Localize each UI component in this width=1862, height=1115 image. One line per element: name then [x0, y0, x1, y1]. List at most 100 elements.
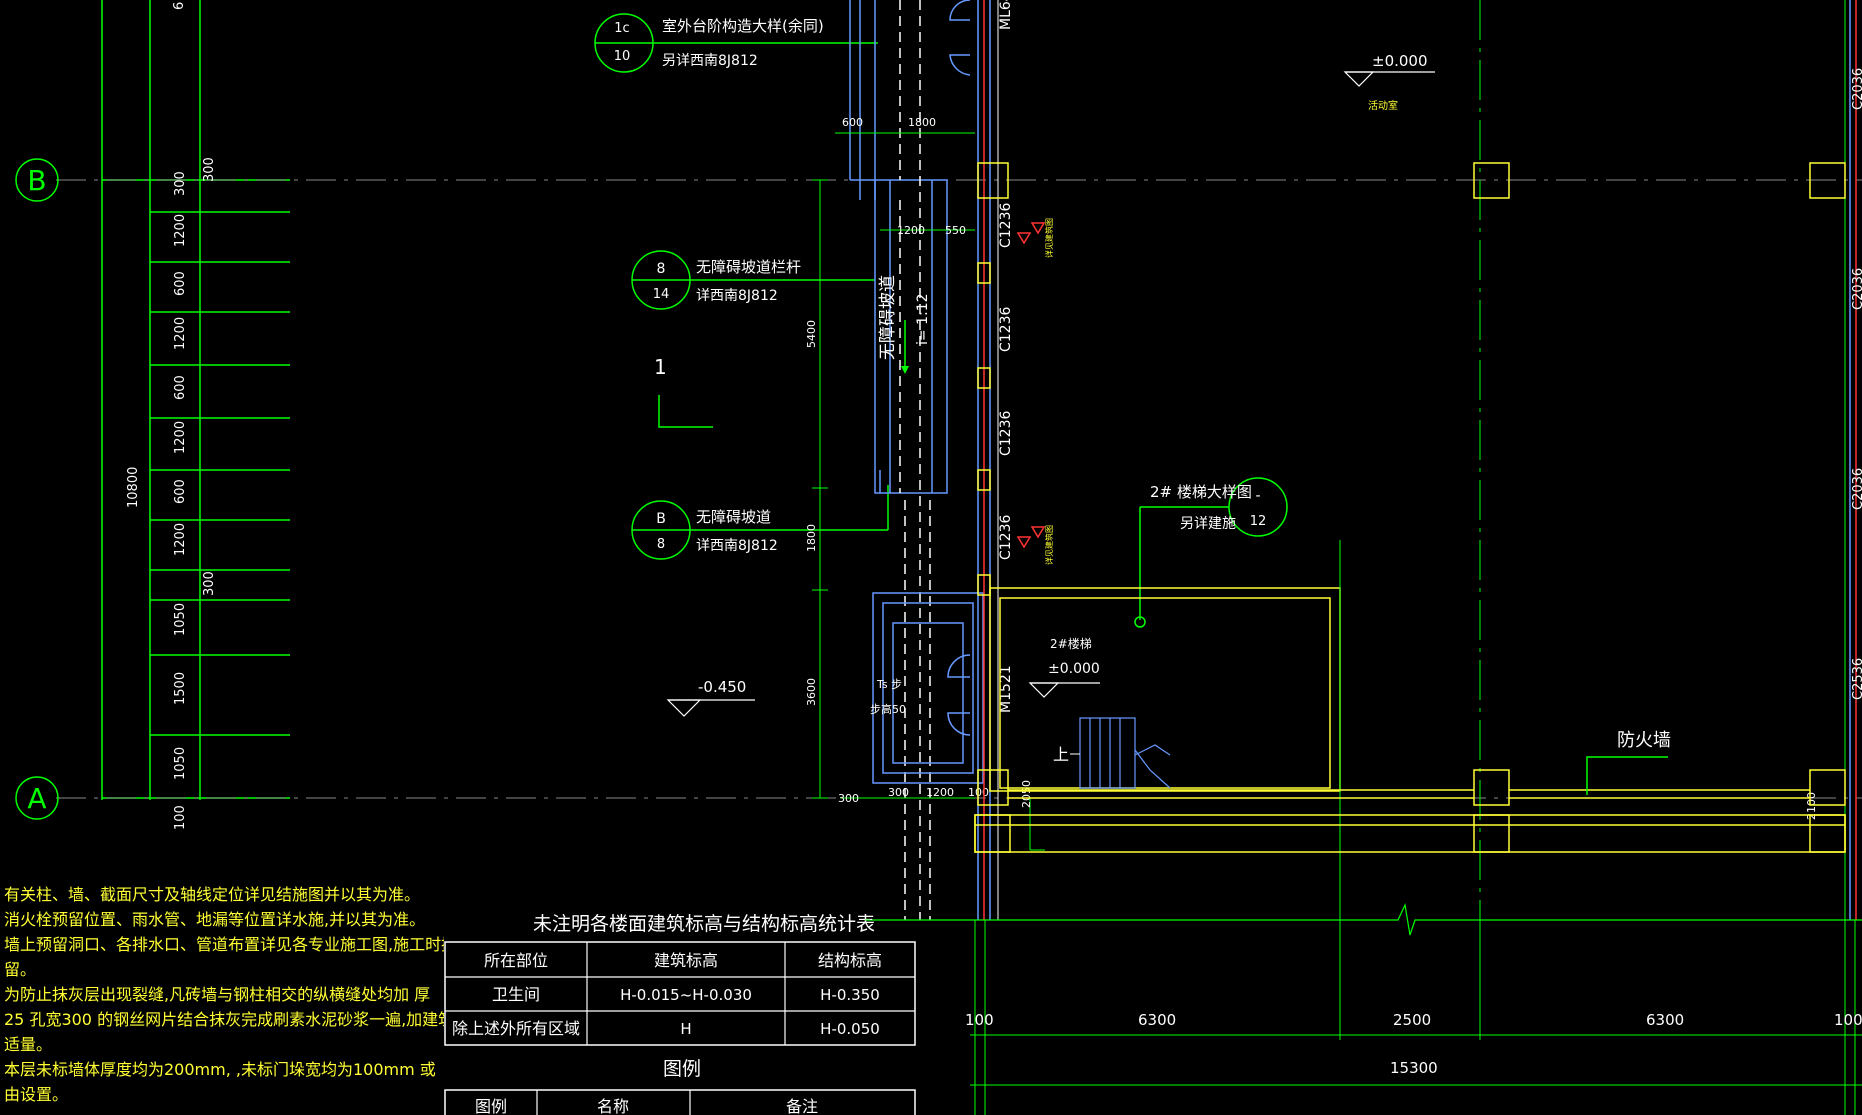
- svg-text:300: 300: [173, 171, 188, 196]
- svg-text:8: 8: [657, 261, 666, 277]
- svg-text:详西南8J812: 详西南8J812: [696, 538, 778, 554]
- firewall-label: 防火墙: [1586, 730, 1671, 795]
- svg-text:C2036: C2036: [1851, 68, 1862, 110]
- svg-text:1200: 1200: [173, 317, 188, 350]
- svg-text:6300: 6300: [1646, 1011, 1684, 1029]
- svg-text:600: 600: [842, 116, 863, 129]
- callout-ramp-railing[interactable]: 8 14 无障碍坡道栏杆 详西南8J812: [631, 250, 875, 310]
- ramp-text: 无障碍坡道 i= 1:12 Ts 步 步高50: [870, 275, 931, 716]
- svg-text:10: 10: [614, 49, 631, 64]
- note-line: 适量。: [4, 1035, 53, 1054]
- note-line: 消火栓预留位置、雨水管、地漏等位置详水施,并以其为准。: [4, 910, 426, 929]
- svg-text:1050: 1050: [173, 603, 188, 636]
- svg-text:300: 300: [202, 571, 217, 596]
- svg-text:备注: 备注: [786, 1097, 818, 1115]
- doors: [947, 0, 971, 736]
- svg-text:1: 1: [654, 355, 667, 379]
- svg-text:i= 1:12: i= 1:12: [915, 293, 931, 345]
- svg-text:1c: 1c: [614, 21, 629, 36]
- note-line: 本层未标墙体厚度均为200mm, ,未标门垛宽均为100mm 或: [4, 1060, 436, 1079]
- svg-text:100: 100: [1834, 1011, 1862, 1029]
- svg-text:ML64: ML64: [998, 0, 1014, 30]
- svg-text:防火墙: 防火墙: [1617, 730, 1671, 751]
- svg-text:3600: 3600: [805, 678, 818, 706]
- note-line: 为防止抹灰层出现裂缝,凡砖墙与钢柱相交的纵横缝处均加 厚: [4, 985, 431, 1004]
- svg-text:600: 600: [173, 375, 188, 400]
- svg-text:300: 300: [838, 792, 859, 805]
- svg-text:10800: 10800: [126, 467, 141, 508]
- svg-text:8: 8: [657, 537, 665, 552]
- room-marker-1: 1: [654, 355, 713, 428]
- svg-text:名称: 名称: [597, 1097, 629, 1115]
- svg-text:15300: 15300: [1390, 1059, 1438, 1077]
- svg-text:±0.000: ±0.000: [1372, 52, 1428, 70]
- svg-text:5400: 5400: [805, 320, 818, 348]
- svg-text:C2036: C2036: [1851, 268, 1862, 310]
- break-line: [865, 902, 1862, 936]
- svg-text:C1236: C1236: [998, 515, 1014, 560]
- svg-text:600: 600: [173, 271, 188, 296]
- svg-text:±0.000: ±0.000: [1048, 661, 1100, 677]
- svg-text:300: 300: [888, 786, 909, 799]
- axis-a-label: A: [27, 782, 46, 815]
- svg-text:-0.450: -0.450: [698, 678, 746, 696]
- legend-table: 图例 图例 名称 备注: [444, 1058, 916, 1115]
- mid-dimension-texts: 600 1800 1200 550 5400 1800 3600 300 300…: [805, 116, 1818, 820]
- svg-text:6: 6: [172, 2, 187, 10]
- stair: [1079, 717, 1171, 789]
- note-line: 由设置。: [4, 1085, 69, 1104]
- note-line: 25 孔宽300 的钢丝网片结合抹灰完成刷素水泥砂浆一遍,加建筑: [4, 1010, 444, 1029]
- table-cell: H: [680, 1020, 691, 1038]
- note-line: 墙上预留洞口、各排水口、管道布置详见各专业施工图,施工时提前: [4, 935, 444, 954]
- svg-text:2050: 2050: [1020, 780, 1033, 808]
- callout-stair-detail[interactable]: - 12 2# 楼梯大样图 另详建施: [1134, 477, 1288, 628]
- svg-text:1200: 1200: [173, 523, 188, 556]
- bottom-dimension-lines: [970, 920, 1862, 1115]
- axis-b-label: B: [27, 164, 46, 197]
- elevation-outside: -0.450: [666, 678, 755, 717]
- left-dimension-chain: [101, 0, 290, 800]
- ramp-structure: [849, 0, 984, 920]
- svg-text:室外台阶构造大样(余同): 室外台阶构造大样(余同): [662, 17, 824, 35]
- svg-text:C1236: C1236: [998, 203, 1014, 248]
- general-notes: 有关柱、墙、截面尺寸及轴线定位详见结施图并以其为准。 消火栓预留位置、雨水管、地…: [4, 882, 444, 1107]
- svg-text:1200: 1200: [173, 214, 188, 247]
- callout-ramp[interactable]: B 8 无障碍坡道 详西南8J812: [631, 485, 889, 560]
- svg-text:C2536: C2536: [1851, 658, 1862, 700]
- table-cell: 除上述外所有区域: [452, 1019, 580, 1038]
- left-dimension-texts: 6 300 300 1200 600 1200 600 1200 600 120…: [126, 2, 217, 830]
- svg-text:C1236: C1236: [998, 411, 1014, 456]
- svg-text:上: 上: [1053, 745, 1069, 764]
- axis-line-b: B: [15, 158, 1862, 202]
- svg-text:300: 300: [202, 157, 217, 182]
- mid-dimension-lines: [812, 132, 1045, 851]
- svg-text:无障碍坡道: 无障碍坡道: [878, 275, 898, 360]
- legend-title: 图例: [663, 1058, 701, 1080]
- table-cell: H-0.015~H-0.030: [620, 986, 752, 1004]
- svg-text:活动室: 活动室: [1368, 99, 1398, 112]
- elevation-table: 未注明各楼面建筑标高与结构标高统计表 所在部位 建筑标高 结构标高 卫生间 H-…: [444, 913, 916, 1046]
- svg-text:详见建筑图: 详见建筑图: [1044, 525, 1054, 565]
- svg-text:2500: 2500: [1393, 1011, 1431, 1029]
- svg-text:图例: 图例: [475, 1097, 507, 1115]
- svg-text:6300: 6300: [1138, 1011, 1176, 1029]
- svg-text:另详建施: 另详建施: [1180, 516, 1236, 532]
- svg-text:14: 14: [653, 287, 670, 302]
- svg-text:无障碍坡道栏杆: 无障碍坡道栏杆: [696, 258, 801, 276]
- stair-labels: 2#楼梯 ±0.000 上: [1028, 636, 1100, 764]
- svg-text:2100: 2100: [1805, 792, 1818, 820]
- svg-text:2# 楼梯大样图: 2# 楼梯大样图: [1150, 483, 1252, 501]
- table-cell: H-0.050: [820, 1020, 880, 1038]
- svg-text:1800: 1800: [908, 116, 936, 129]
- svg-text:-: -: [1255, 488, 1260, 504]
- svg-text:1200: 1200: [926, 786, 954, 799]
- svg-text:C1236: C1236: [998, 307, 1014, 352]
- table-header-struct-elev: 结构标高: [818, 951, 882, 970]
- svg-text:1800: 1800: [805, 524, 818, 552]
- callout-step-detail[interactable]: 1c 10 室外台阶构造大样(余同) 另详西南8J812: [594, 13, 878, 73]
- table-title: 未注明各楼面建筑标高与结构标高统计表: [533, 913, 875, 935]
- table-header-location: 所在部位: [484, 951, 548, 970]
- right-edge-labels: C2036 C2036 C2036 C2536: [1851, 68, 1862, 700]
- svg-text:M1521: M1521: [998, 665, 1014, 713]
